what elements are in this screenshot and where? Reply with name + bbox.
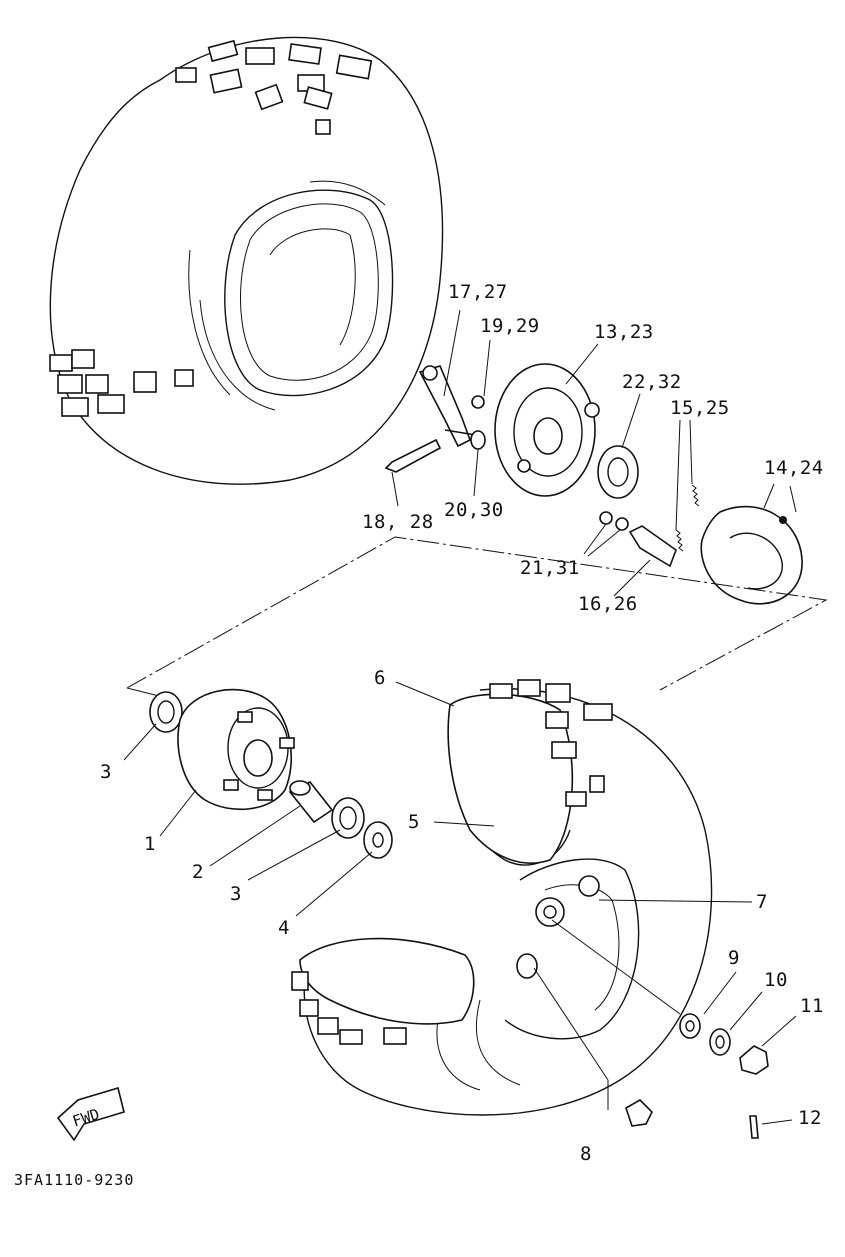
lower-tire [291,679,713,1116]
callout-16-26: 16,26 [578,593,638,615]
axle-hardware [625,1013,769,1139]
callout-22-32: 22,32 [622,371,682,393]
callout-17-27: 17,27 [448,281,508,303]
callout-15-25: 15,25 [670,397,730,419]
callout-11: 11 [800,995,824,1017]
upper-tire [49,36,444,485]
callout-3-lower: 3 [230,883,242,905]
fwd-direction-marker: FWD [56,1086,125,1142]
callout-4: 4 [278,917,290,939]
callout-21-31: 21,31 [520,557,580,579]
callout-3-upper: 3 [100,761,112,783]
callout-12: 12 [798,1107,822,1129]
callout-5: 5 [408,811,420,833]
brake-assembly [384,363,803,605]
callout-14-24: 14,24 [764,457,824,479]
callout-20-30: 20,30 [444,499,504,521]
lower-tire-tread [291,679,613,1045]
callout-2: 2 [192,861,204,883]
callout-18-28: 18, 28 [362,511,434,533]
callout-19-29: 19,29 [480,315,540,337]
document-code: 3FA1110-9230 [14,1171,134,1189]
callout-7: 7 [756,891,768,913]
callout-labels: 1 2 3 3 4 5 6 7 8 9 10 11 12 13,23 14,24… [100,281,824,1165]
callout-1: 1 [144,833,156,855]
leader-lines [123,309,797,1125]
hub-parts [149,688,393,859]
callout-6: 6 [374,667,386,689]
callout-13-23: 13,23 [594,321,654,343]
callout-10: 10 [764,969,788,991]
callout-8: 8 [580,1143,592,1165]
callout-9: 9 [728,947,740,969]
upper-tire-tread [49,39,373,417]
